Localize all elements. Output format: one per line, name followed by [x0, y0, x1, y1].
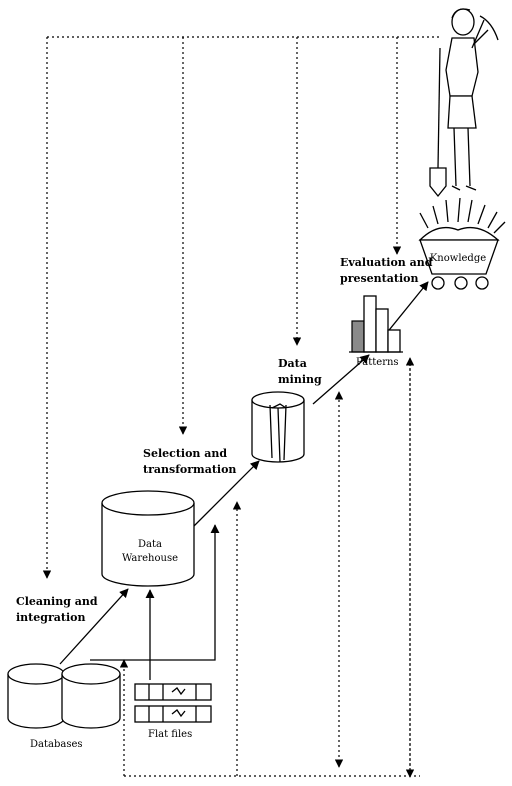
top-feedback-lines	[42, 36, 440, 579]
patterns-label: Patterns	[356, 357, 399, 368]
stage-evaluation-line2: presentation	[340, 272, 418, 285]
knowledge-cart-icon	[418, 197, 506, 290]
stage-cleaning-line1: Cleaning and	[16, 595, 98, 608]
stage-cleaning-line2: integration	[16, 611, 85, 624]
stage-selection-line2: transformation	[143, 463, 236, 476]
databases-label: Databases	[30, 739, 83, 750]
stage-mining-line1: Data	[278, 357, 307, 370]
stage-selection-line1: Selection and	[143, 447, 227, 460]
stage-mining-line2: mining	[278, 373, 322, 386]
data-warehouse-icon	[101, 490, 195, 587]
arrow-databases-to-selection	[90, 524, 220, 661]
patterns-icon	[349, 295, 403, 353]
flat-files-icon	[134, 683, 212, 723]
flat-files-label: Flat files	[148, 729, 192, 740]
bottom-feedback-lines	[119, 357, 420, 778]
stage-evaluation-line1: Evaluation and	[340, 256, 433, 269]
arrow-databases-to-warehouse	[59, 588, 129, 665]
miner-figure-icon	[429, 8, 499, 198]
knowledge-label: Knowledge	[430, 253, 486, 264]
arrow-mining-to-patterns	[312, 354, 370, 405]
warehouse-label-line1: Data	[138, 539, 162, 550]
arrow-warehouse-to-mining	[189, 460, 260, 531]
databases-icon	[7, 663, 121, 729]
data-mining-icon	[251, 391, 305, 463]
warehouse-label-line2: Warehouse	[122, 553, 178, 564]
sparkle-rays	[419, 197, 506, 234]
